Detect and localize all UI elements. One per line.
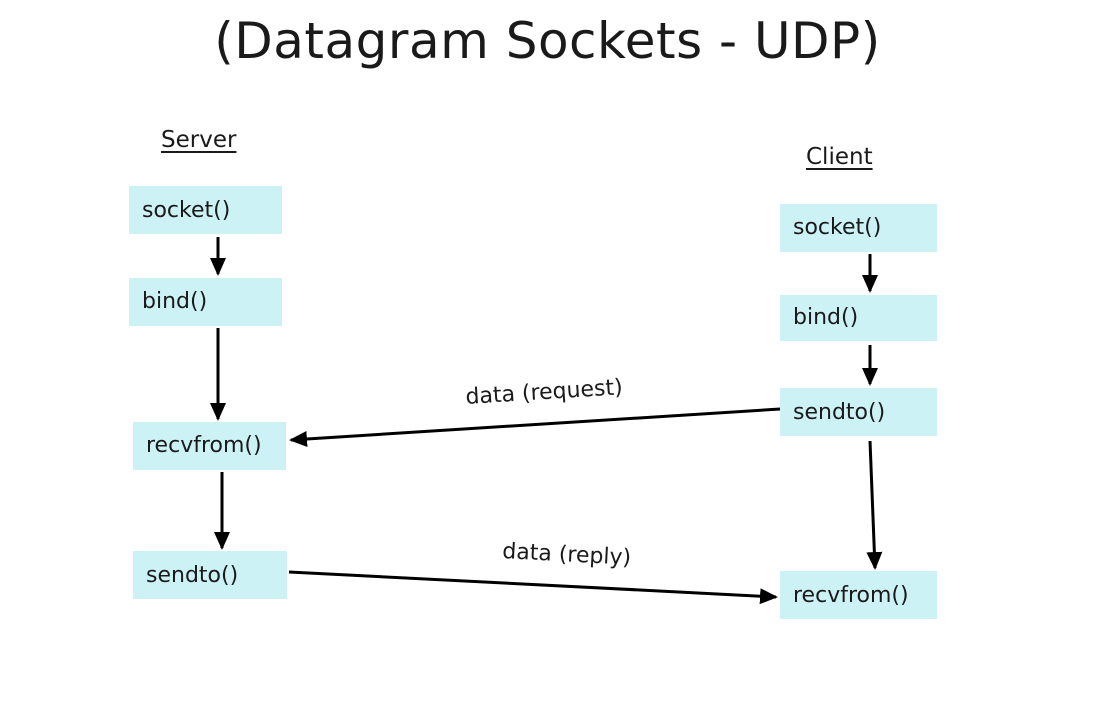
client-heading: Client <box>806 144 873 170</box>
server-socket-box: socket() <box>129 186 282 234</box>
client-sendto-to-recvfrom-arrow <box>866 440 883 570</box>
client-bind-box: bind() <box>780 295 937 341</box>
client-recvfrom-box: recvfrom() <box>780 571 937 619</box>
client-sendto-box: sendto() <box>780 388 937 436</box>
reply-label: data (reply) <box>502 539 632 571</box>
reply-arrow <box>288 570 778 605</box>
server-heading: Server <box>161 127 237 153</box>
request-arrow <box>289 407 781 447</box>
server-sendto-box: sendto() <box>133 551 287 599</box>
diagram-title: (Datagram Sockets - UDP) <box>214 12 881 70</box>
request-label: data (request) <box>465 375 624 410</box>
server-recvfrom-box: recvfrom() <box>133 422 286 470</box>
client-socket-box: socket() <box>780 204 937 252</box>
server-bind-box: bind() <box>129 278 282 326</box>
